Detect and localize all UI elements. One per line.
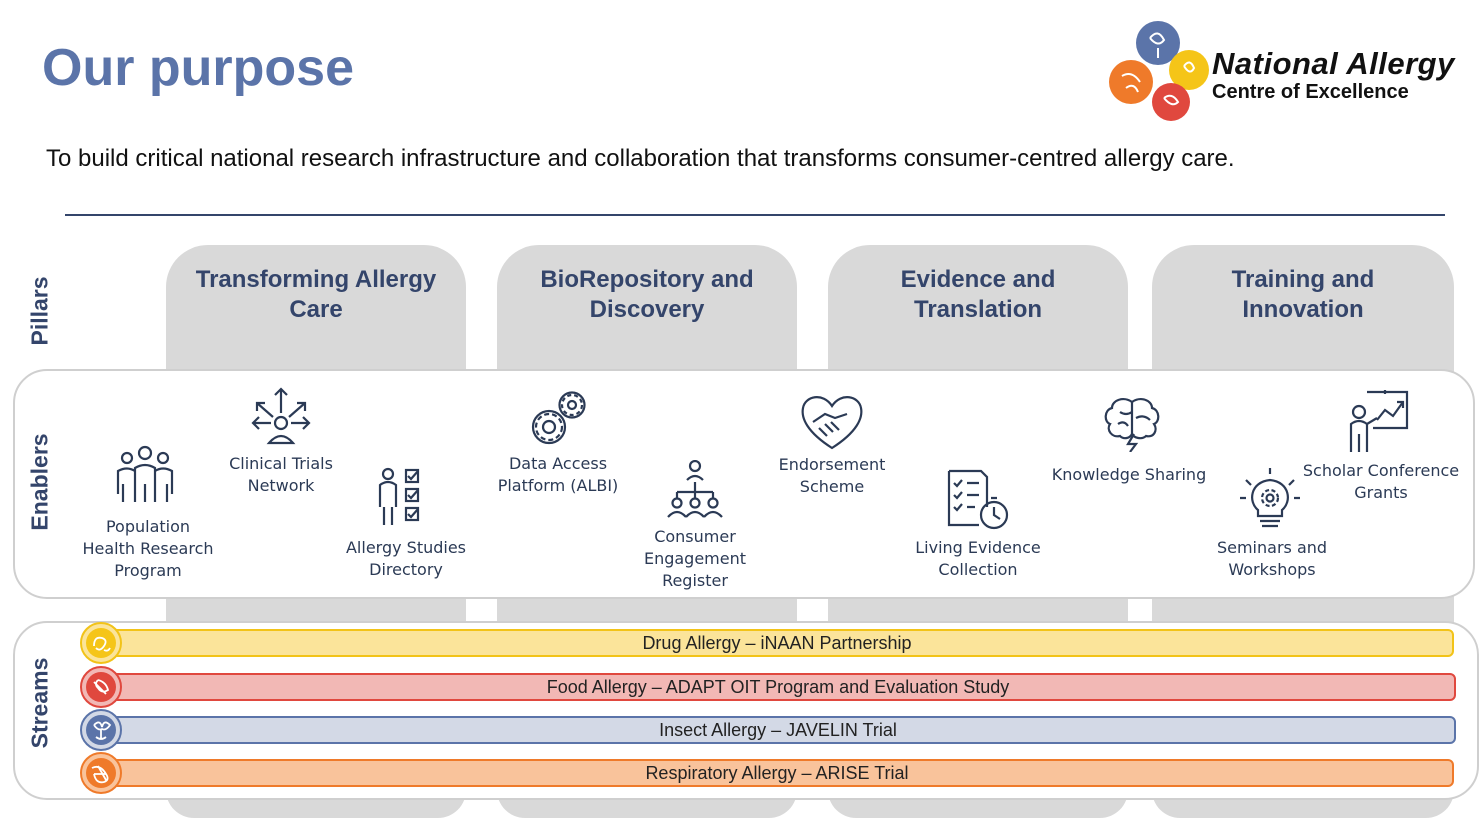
- logo-text-line2: Centre of Excellence: [1212, 81, 1409, 103]
- logo-text-line1: National Allergy: [1212, 46, 1455, 81]
- food-allergy-icon: [80, 666, 122, 708]
- checklist-clock-icon: [947, 469, 1009, 530]
- respiratory-allergy-icon: [80, 752, 122, 794]
- purpose-statement: To build critical national research infr…: [46, 145, 1235, 172]
- network-arrows-icon: [251, 387, 311, 445]
- people-group-icon: [116, 445, 174, 502]
- org-people-icon: [667, 460, 723, 518]
- presenter-icon: [1349, 390, 1409, 452]
- brain-icon: [1104, 398, 1160, 452]
- stream-food-allergy: Food Allergy – ADAPT OIT Program and Eva…: [100, 673, 1456, 701]
- logo: National Allergy Centre of Excellence: [1106, 18, 1466, 128]
- lightbulb-gear-icon: [1240, 468, 1300, 528]
- divider: [65, 214, 1445, 216]
- pillars-label: Pillars: [26, 276, 53, 346]
- stream-insect-allergy: Insect Allergy – JAVELIN Trial: [100, 716, 1456, 744]
- gears-icon: [531, 391, 586, 445]
- insect-allergy-icon: [80, 709, 122, 751]
- handshake-heart-icon: [801, 396, 863, 450]
- person-checklist-icon: [378, 467, 420, 525]
- streams-label: Streams: [26, 657, 53, 749]
- stream-drug-allergy: Drug Allergy – iNAAN Partnership: [100, 629, 1454, 657]
- stream-respiratory-allergy: Respiratory Allergy – ARISE Trial: [100, 759, 1454, 787]
- logo-circles-icon: [1109, 21, 1209, 121]
- enablers-label: Enablers: [26, 433, 53, 531]
- drug-allergy-icon: [80, 622, 122, 664]
- page-title: Our purpose: [42, 39, 355, 97]
- enabler-knowledge-sharing: Knowledge Sharing: [1051, 465, 1207, 484]
